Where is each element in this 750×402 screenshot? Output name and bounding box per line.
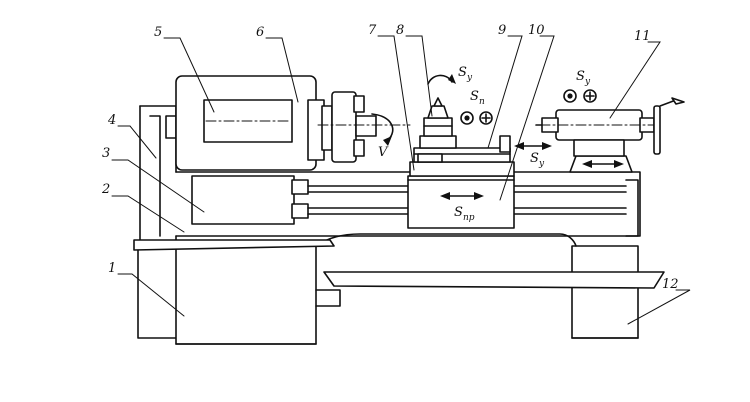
callout-8: 8: [396, 23, 404, 38]
svg-text:S: S: [576, 69, 585, 84]
cross-feed-label: S y: [530, 151, 545, 169]
bed-arch: [315, 233, 577, 247]
callout-4: 4: [107, 113, 116, 128]
apron: [407, 175, 515, 229]
right-pedestal: [571, 245, 639, 339]
svg-text:S: S: [458, 65, 467, 80]
cross-feed-arrow: [514, 142, 552, 150]
left-pedestal: [137, 245, 341, 345]
svg-text:y: y: [538, 159, 545, 169]
callout-3: 3: [102, 146, 110, 161]
tailstock-travel-arrow: [582, 160, 624, 168]
longitudinal-feed-label: S пр: [454, 205, 475, 223]
tailstock-knobs: [563, 89, 597, 103]
svg-text:пр: пр: [463, 213, 475, 223]
callout-11: 11: [634, 29, 651, 44]
svg-text:y: y: [584, 77, 591, 87]
tool-post: [417, 97, 457, 163]
headstock-column: [139, 105, 177, 247]
tool-post-feed-arrow: [427, 74, 456, 85]
spindle-speed-label: V: [378, 145, 389, 160]
svg-text:S: S: [454, 205, 463, 220]
tool-post-feed-label: S y: [458, 65, 473, 83]
headstock: [175, 75, 325, 171]
svg-text:S: S: [470, 89, 479, 104]
callout-9: 9: [498, 23, 506, 38]
callout-6: 6: [256, 25, 264, 40]
spindle-rotation-arrow: [371, 113, 394, 146]
svg-text:y: y: [466, 73, 473, 83]
callout-10: 10: [528, 23, 545, 38]
gearbox: [191, 175, 309, 225]
callout-12: 12: [662, 277, 679, 292]
tailstock: [535, 97, 685, 173]
leader-lines: [111, 35, 691, 325]
callout-2: 2: [101, 182, 110, 197]
compound-knobs: [460, 111, 493, 125]
callout-5: 5: [154, 25, 162, 40]
tailstock-feed-label: S y: [576, 69, 591, 87]
chuck: [317, 91, 411, 163]
vertical-feed-label: S n: [470, 89, 485, 107]
callout-7: 7: [368, 23, 377, 38]
lead-screw-and-feed-rod: [307, 185, 627, 215]
chip-tray-left: [133, 239, 335, 251]
chip-tray-front: [323, 271, 665, 289]
svg-text:S: S: [530, 151, 539, 166]
longitudinal-feed-arrow: [440, 192, 484, 200]
svg-text:n: n: [479, 97, 485, 107]
callout-1: 1: [108, 261, 116, 276]
